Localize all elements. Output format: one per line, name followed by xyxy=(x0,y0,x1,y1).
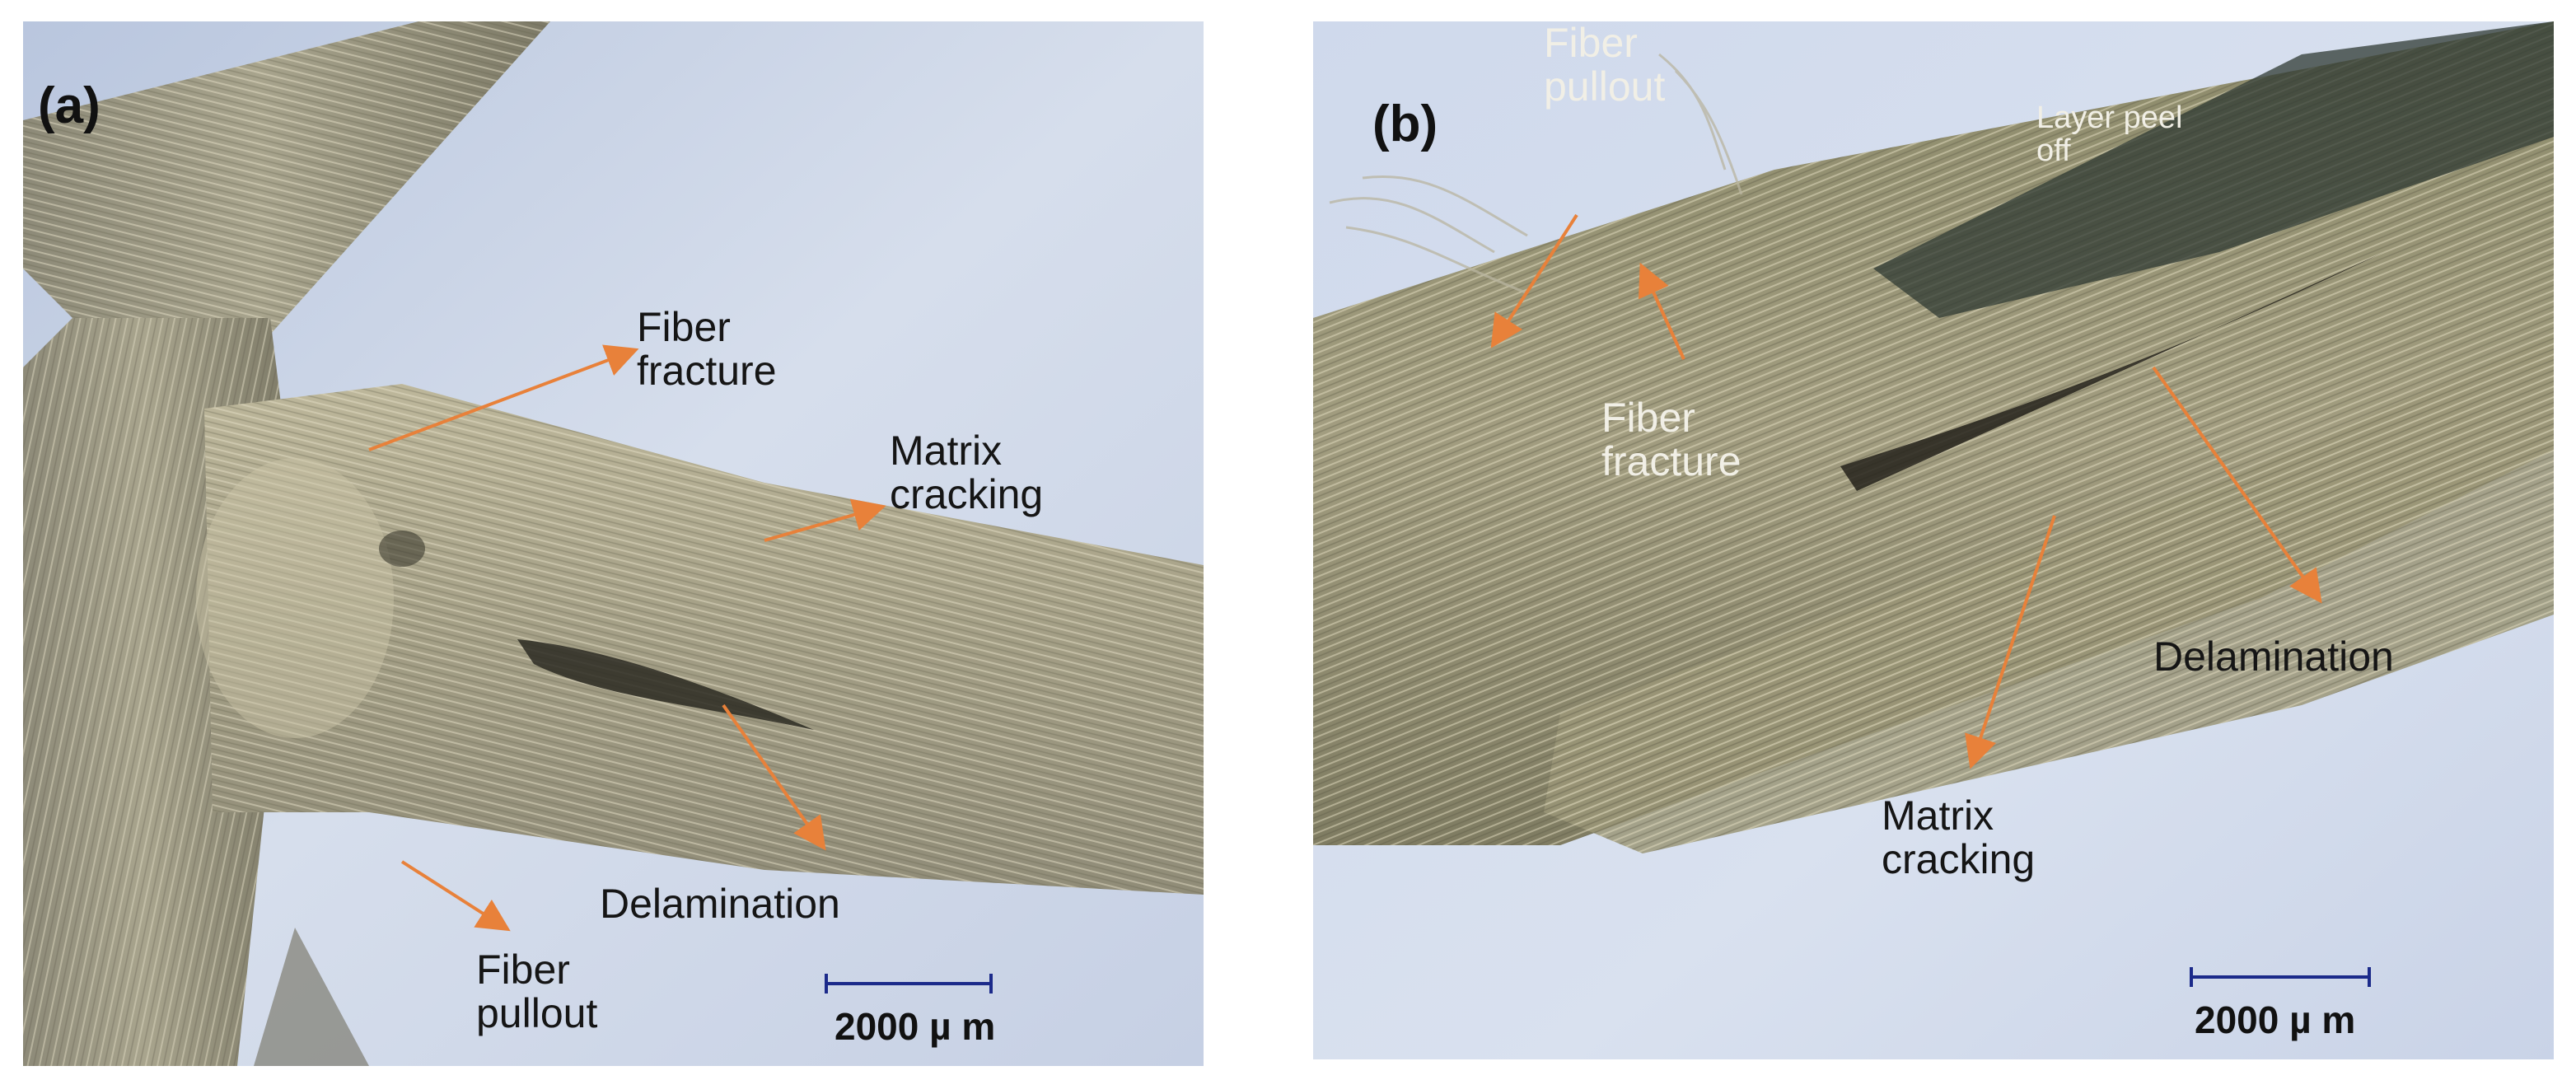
label-fiber-fracture-a: Fiber fracture xyxy=(637,304,777,394)
label-fiber-pullout-a: Fiber pullout xyxy=(476,947,598,1036)
panel-letter-a: (a) xyxy=(38,77,101,134)
panel-b: (b) Fiber pullout Layer peel off Fiber f… xyxy=(1313,21,2554,1059)
scale-bar-label-a: 2000 µ m xyxy=(835,1005,996,1048)
scale-bar-label-b: 2000 µ m xyxy=(2195,998,2356,1041)
label-delamination-b: Delamination xyxy=(2153,634,2394,680)
panel-b-micrograph xyxy=(1313,21,2554,1059)
label-matrix-cracking-a: Matrix cracking xyxy=(890,428,1044,517)
label-matrix-cracking-b: Matrix cracking xyxy=(1882,792,2036,882)
label-fiber-pullout-b: Fiber pullout xyxy=(1544,21,1666,110)
label-fiber-fracture-b: Fiber fracture xyxy=(1601,395,1741,484)
label-delamination-a: Delamination xyxy=(600,881,840,927)
panel-letter-b: (b) xyxy=(1372,96,1438,152)
panel-a: (a) Fiber fracture Matrix cracking Delam… xyxy=(23,21,1204,1066)
label-layer-peel-off-b: Layer peel off xyxy=(2036,101,2183,168)
